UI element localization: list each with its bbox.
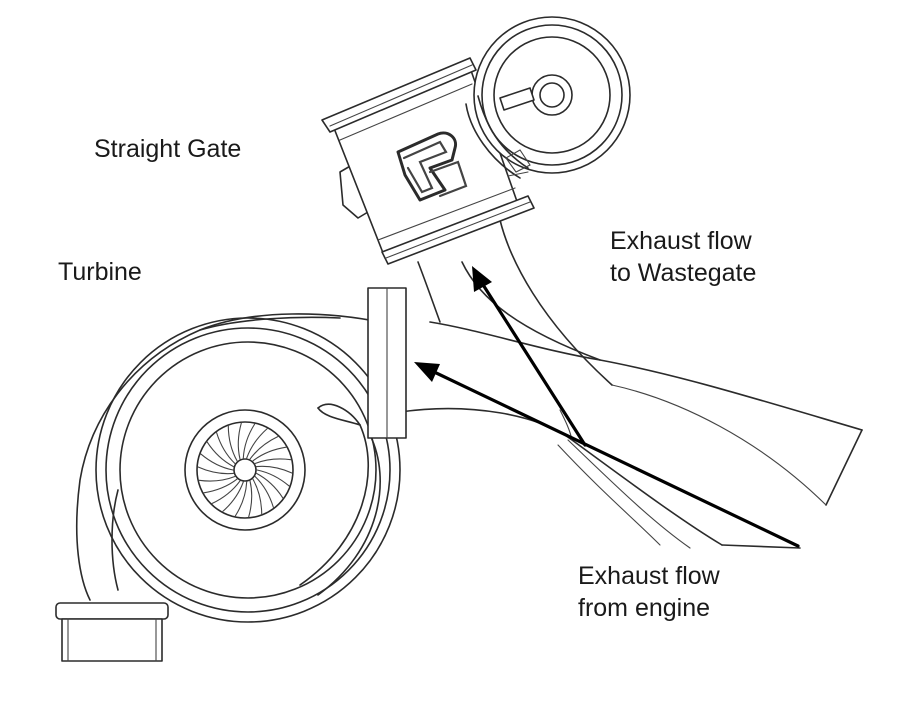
turbine-blade xyxy=(246,428,268,459)
turbine-blade xyxy=(255,472,284,499)
turbine-blade xyxy=(203,478,238,494)
turbine-blade xyxy=(252,446,287,462)
turbine-blade xyxy=(222,481,244,512)
label-flow-from-engine-line2: from engine xyxy=(578,594,711,622)
wastegate-valve xyxy=(321,16,631,265)
arrow-to-wastegate xyxy=(478,278,587,447)
turbine-blade xyxy=(197,466,235,475)
label-straight-gate: Straight Gate xyxy=(94,135,242,163)
label-flow-from-engine: Exhaust flow from engine xyxy=(578,560,720,624)
label-flow-to-wastegate: Exhaust flow to Wastegate xyxy=(610,225,756,289)
turbine-blade xyxy=(255,465,293,474)
flow-arrows xyxy=(414,266,800,548)
turbine-blade xyxy=(198,475,236,482)
turbine-blade xyxy=(206,441,235,468)
turbine-blade xyxy=(211,480,241,505)
turbine-blade xyxy=(249,435,279,460)
wastegate-riser-pipe xyxy=(417,219,613,386)
arrowhead-icon xyxy=(414,362,440,382)
tial-logo-icon xyxy=(396,131,468,202)
arrow-to-turbine xyxy=(428,368,800,548)
turbine-blade xyxy=(254,458,292,465)
turbine-blade xyxy=(248,480,253,518)
turbine-housing xyxy=(55,287,407,662)
label-flow-to-wastegate-line1: Exhaust flow xyxy=(610,227,752,255)
label-flow-from-engine-line1: Exhaust flow xyxy=(578,562,720,590)
turbine-blade xyxy=(200,453,234,471)
label-turbine: Turbine xyxy=(58,258,142,286)
exhaust-pipe xyxy=(399,321,863,549)
turbine-blade xyxy=(242,423,256,459)
turbine-blade xyxy=(216,432,236,465)
turbine-blade xyxy=(256,469,290,487)
turbine-wheel xyxy=(184,409,306,531)
arrowhead-icon xyxy=(472,266,492,292)
turbine-blade xyxy=(227,425,238,462)
turbine-blade xyxy=(252,478,263,515)
turbine-blade xyxy=(234,481,248,517)
turbine-blade xyxy=(237,422,242,460)
label-flow-to-wastegate-line2: to Wastegate xyxy=(610,259,757,287)
turbine-blade xyxy=(254,475,274,508)
